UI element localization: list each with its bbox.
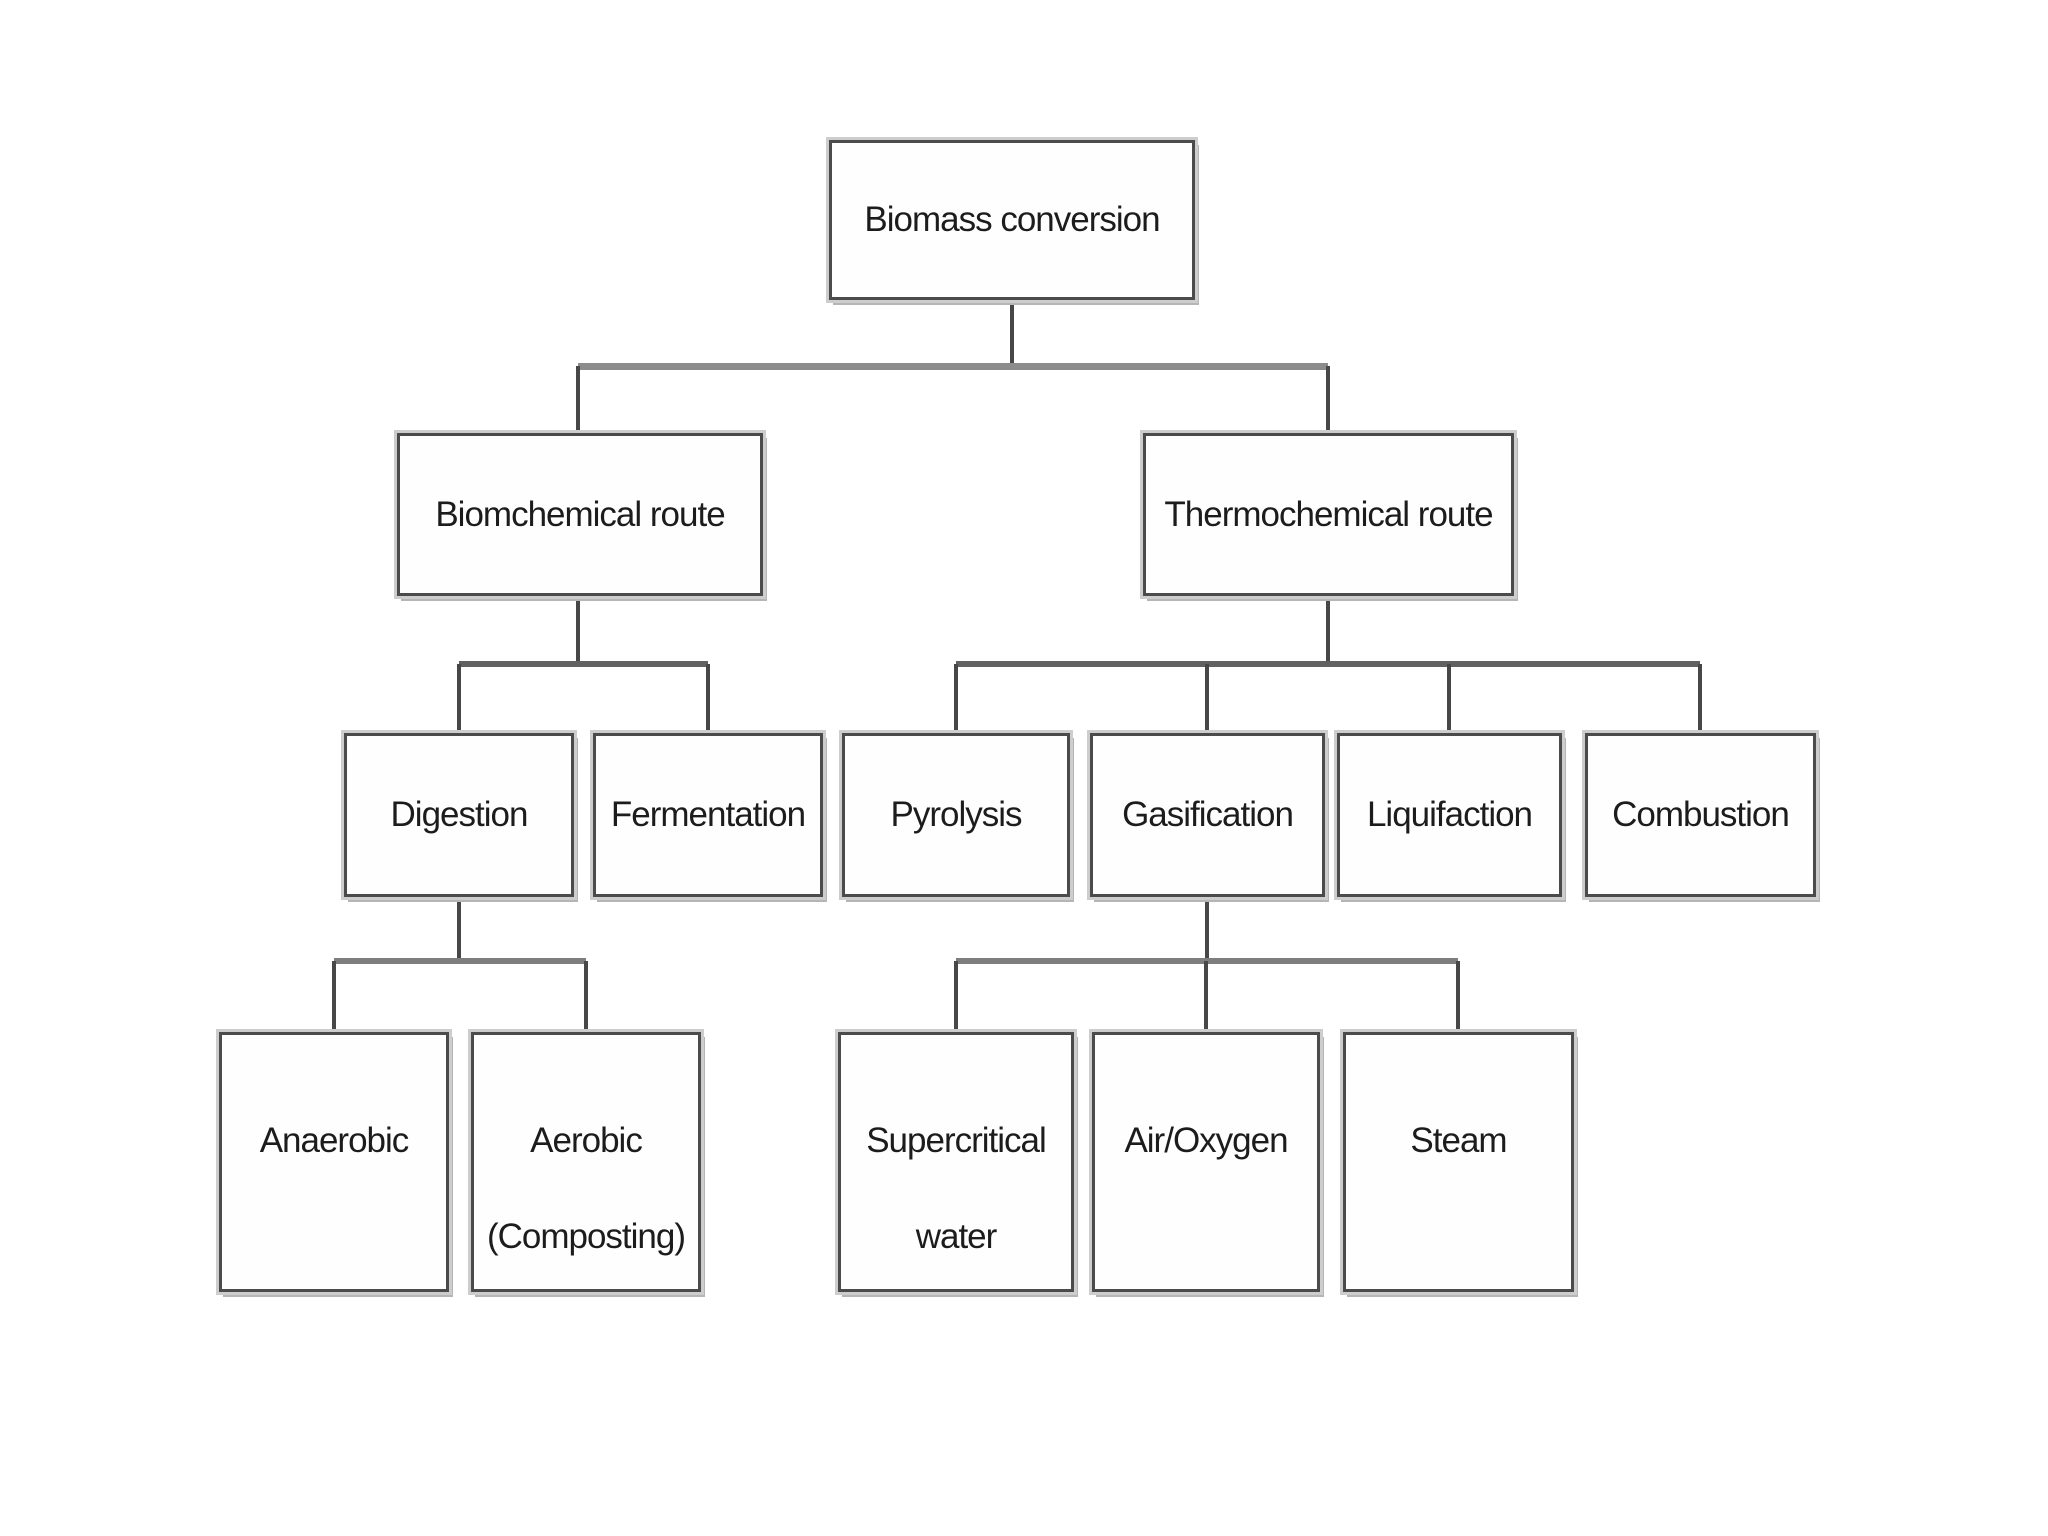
- node-steam: Steam: [1343, 1032, 1574, 1292]
- connector-digestion-drop: [457, 664, 461, 733]
- node-combustion-label: Combustion: [1612, 795, 1790, 834]
- node-pyrolysis: Pyrolysis: [842, 733, 1070, 897]
- connector-supercritical-water-drop: [954, 961, 958, 1032]
- connector-pyrolysis-drop: [954, 664, 958, 733]
- node-combustion: Combustion: [1585, 733, 1816, 897]
- node-gasification-label: Gasification: [1122, 795, 1294, 834]
- node-thermochemical-route: Thermochemical route: [1143, 433, 1514, 596]
- node-gasification: Gasification: [1090, 733, 1325, 897]
- connector-digestion-horizontal: [334, 958, 586, 964]
- connector-fermentation-drop: [706, 664, 710, 733]
- node-anaerobic-label: Anaerobic: [259, 1121, 410, 1160]
- node-aerobic-composting: Aerobic (Composting): [471, 1032, 701, 1292]
- node-steam-label: Steam: [1410, 1121, 1507, 1160]
- node-biomass-conversion: Biomass conversion: [829, 140, 1195, 300]
- node-supercritical-water-label-line1: Supercritical: [866, 1121, 1047, 1160]
- connector-level1-horizontal: [578, 363, 1328, 370]
- node-aerobic-composting-label-line2: (Composting): [486, 1217, 686, 1256]
- connector-digestion-stem: [457, 897, 461, 961]
- node-air-oxygen: Air/Oxygen: [1092, 1032, 1320, 1292]
- node-biomchemical-route: Biomchemical route: [397, 433, 763, 596]
- node-liquifaction: Liquifaction: [1337, 733, 1562, 897]
- node-fermentation: Fermentation: [593, 733, 823, 897]
- node-fermentation-label: Fermentation: [610, 795, 806, 834]
- node-aerobic-composting-label-line1: Aerobic: [530, 1121, 643, 1160]
- node-biomchemical-route-label: Biomchemical route: [435, 494, 725, 534]
- connector-liquifaction-drop: [1447, 664, 1451, 733]
- connector-thermochemical-stem: [1326, 596, 1330, 664]
- connector-gasification-stem: [1205, 897, 1209, 961]
- node-liquifaction-label: Liquifaction: [1366, 795, 1533, 834]
- connector-thermochemical-horizontal: [956, 661, 1700, 667]
- connector-biomchemical-stem: [576, 596, 580, 664]
- connector-gasification-drop: [1205, 664, 1209, 733]
- connector-biomass-stem: [1010, 300, 1014, 366]
- connector-biomchemical-horizontal: [459, 661, 708, 667]
- connector-anaerobic-drop: [332, 961, 336, 1032]
- connector-thermochemical-drop: [1326, 366, 1330, 433]
- node-anaerobic: Anaerobic: [219, 1032, 449, 1292]
- connector-steam-drop: [1456, 961, 1460, 1032]
- connector-air-oxygen-drop: [1204, 961, 1208, 1032]
- node-digestion: Digestion: [344, 733, 574, 897]
- connector-combustion-drop: [1698, 664, 1702, 733]
- node-digestion-label: Digestion: [390, 795, 529, 834]
- node-biomass-conversion-label: Biomass conversion: [864, 200, 1160, 239]
- node-thermochemical-route-label: Thermochemical route: [1164, 494, 1493, 534]
- node-supercritical-water-label-line2: water: [915, 1217, 998, 1256]
- connector-biomchemical-drop: [576, 366, 580, 433]
- node-pyrolysis-label: Pyrolysis: [890, 795, 1022, 834]
- connector-aerobic-drop: [584, 961, 588, 1032]
- node-air-oxygen-label: Air/Oxygen: [1124, 1121, 1288, 1160]
- node-supercritical-water: Supercritical water: [838, 1032, 1074, 1292]
